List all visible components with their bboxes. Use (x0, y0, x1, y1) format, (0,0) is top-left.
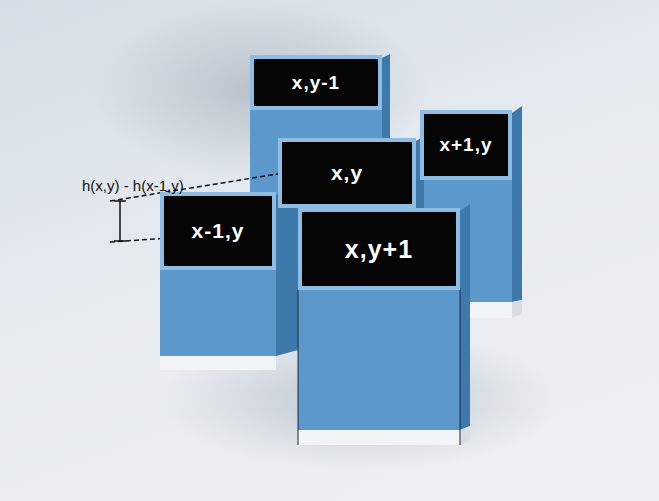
prism-top: x,y+1 (298, 208, 460, 290)
cell-label: x,y (331, 161, 363, 185)
cell-label: x,y+1 (345, 235, 413, 264)
prism-top: x,y (278, 138, 416, 208)
prism-top: x-1,y (160, 192, 276, 270)
cell-label: x-1,y (192, 219, 245, 243)
prism-top: x+1,y (420, 110, 512, 180)
cell-label: x,y-1 (292, 72, 340, 94)
prism-top: x,y-1 (250, 55, 382, 110)
dimension-label: h(x,y) - h(x-1,y) (82, 177, 184, 194)
cell-label: x+1,y (439, 134, 492, 156)
